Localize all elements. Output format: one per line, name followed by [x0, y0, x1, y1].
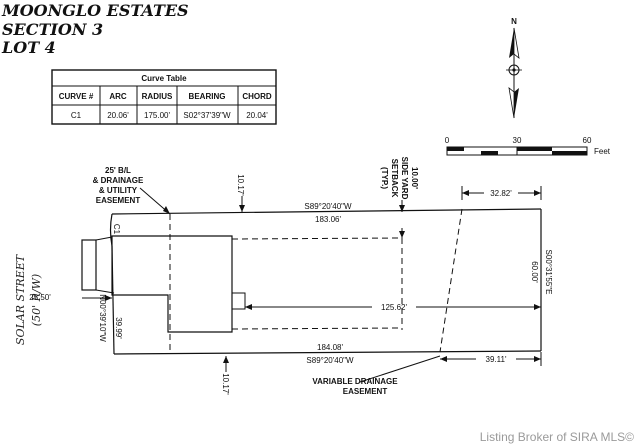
scale-unit: Feet — [594, 147, 611, 156]
right-bearing-label: S00°31'55"E — [544, 250, 553, 295]
top-setback-label: 10.17' — [236, 174, 245, 196]
svg-text:VARIABLE DRAINAGE: VARIABLE DRAINAGE — [312, 377, 398, 386]
easement-label-left: 25' B/L & DRAINAGE & UTILITY EASEMENT — [93, 166, 144, 205]
north-label: N — [511, 17, 517, 26]
house-footprint — [111, 235, 246, 333]
curve-table-cell: 20.04' — [246, 111, 268, 120]
svg-text:SETBACK: SETBACK — [390, 159, 399, 198]
watermark: Listing Broker of SIRA MLS© — [480, 430, 634, 444]
front-setback-dimension: 25.50' — [29, 293, 51, 302]
curve-table-cell: S02°37'39"W — [183, 111, 231, 120]
top-distance-label: 183.06' — [315, 215, 341, 224]
top-bearing-label: S89°20'40"W — [304, 202, 352, 211]
bottom-distance-label: 184.08' — [317, 343, 343, 352]
driveway — [81, 236, 115, 294]
svg-text:25' B/L: 25' B/L — [105, 166, 131, 175]
svg-text:SOLAR STREET: SOLAR STREET — [14, 253, 27, 345]
title-line-subdivision: MOONGLO ESTATES — [1, 1, 189, 20]
bottom-setback-label: 10.17' — [221, 373, 230, 395]
svg-text:& UTILITY: & UTILITY — [99, 186, 138, 195]
svg-text:EASEMENT: EASEMENT — [343, 387, 388, 396]
svg-text:SIDE YARD: SIDE YARD — [400, 157, 409, 200]
bottom-bearing-label: S89°20'40"W — [306, 356, 354, 365]
front-bearing-label: N00°39'10"W — [98, 294, 107, 342]
front-distance-label: 39.99' — [114, 317, 123, 339]
right-distance-label: 60.00' — [530, 261, 539, 283]
house-setback-dimension: 125.62' — [381, 303, 407, 312]
curve-table-header: CHORD — [242, 92, 272, 101]
svg-text:(TYP.): (TYP.) — [380, 167, 389, 189]
title-line-lot: LOT 4 — [1, 38, 56, 57]
curve-table-cell: C1 — [71, 111, 82, 120]
top-right-dimension: 32.82' — [490, 189, 512, 198]
setback-lines — [169, 208, 463, 353]
curve-table-title: Curve Table — [141, 74, 187, 83]
scale-bar: 0 30 60 Feet — [445, 136, 611, 156]
svg-text:10.00': 10.00' — [410, 167, 419, 189]
curve-table-header: BEARING — [189, 92, 226, 101]
title-line-section: SECTION 3 — [2, 20, 103, 39]
curve-label: C1 — [112, 224, 121, 235]
svg-text:EASEMENT: EASEMENT — [96, 196, 141, 205]
bottom-right-dimension: 39.11' — [486, 355, 507, 364]
north-arrow-icon: N — [506, 17, 522, 119]
curve-table-header: RADIUS — [142, 92, 173, 101]
scale-tick: 0 — [445, 136, 450, 145]
scale-tick: 60 — [583, 136, 592, 145]
side-yard-label: 10.00' SIDE YARD SETBACK (TYP.) — [380, 157, 419, 200]
dimension-lines — [82, 186, 542, 383]
svg-text:(50' R/W): (50' R/W) — [30, 274, 43, 326]
curve-table-cell: 20.06' — [107, 111, 129, 120]
scale-tick: 30 — [513, 136, 522, 145]
street-label: SOLAR STREET (50' R/W) — [14, 253, 43, 345]
variable-easement-label: VARIABLE DRAINAGE EASEMENT — [312, 377, 398, 396]
curve-table: Curve Table CURVE # ARC RADIUS BEARING C… — [51, 69, 277, 125]
curve-table-header: ARC — [109, 92, 127, 101]
curve-table-cell: 175.00' — [144, 111, 170, 120]
svg-text:& DRAINAGE: & DRAINAGE — [93, 176, 144, 185]
curve-table-header: CURVE # — [59, 92, 94, 101]
